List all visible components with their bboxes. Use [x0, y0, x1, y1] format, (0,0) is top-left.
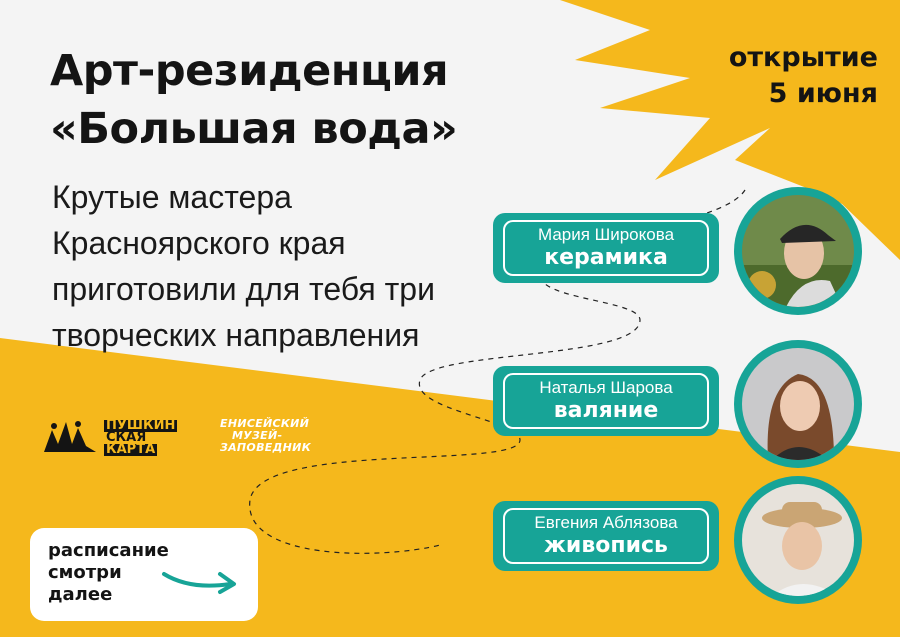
master-name: Мария Широкова	[537, 225, 675, 244]
opening-date: открытие 5 июня	[729, 40, 878, 112]
pushkin-logo-line-2: СКАЯ	[106, 430, 147, 445]
crown-logo-icon	[44, 421, 96, 452]
schedule-label: расписание смотри далее	[48, 540, 169, 606]
portrait-photo	[742, 348, 854, 460]
portrait-photo	[742, 484, 854, 596]
avatar-evgenia	[734, 476, 862, 604]
master-name: Наталья Шарова	[539, 378, 673, 397]
museum-logo-line-3: ЗАПОВЕДНИК	[220, 441, 311, 454]
schedule-line-1: расписание	[48, 540, 169, 561]
yenisei-museum-logo: ЕНИСЕЙСКИЙ МУЗЕЙ- ЗАПОВЕДНИК	[220, 418, 311, 454]
master-name: Евгения Аблязова	[534, 513, 678, 532]
master-craft: валяние	[553, 398, 659, 423]
subtitle: Крутые мастера Красноярского края пригот…	[52, 179, 435, 353]
pushkin-logo-line-3: КАРТА	[104, 442, 158, 457]
opening-label: открытие	[728, 42, 878, 73]
schedule-line-2: смотри	[48, 562, 122, 583]
pushkin-card-logo: ПУШКИН СКАЯ КАРТА	[104, 418, 178, 457]
master-card-frame: Мария Широкова керамика	[503, 220, 709, 276]
museum-logo-line-2: МУЗЕЙ-	[232, 429, 283, 442]
master-craft: керамика	[544, 245, 668, 270]
master-craft: живопись	[544, 533, 668, 558]
museum-logo-line-1: ЕНИСЕЙСКИЙ	[220, 417, 310, 430]
schedule-line-3: далее	[48, 584, 113, 605]
master-card-2: Наталья Шарова валяние	[493, 366, 719, 436]
master-card-frame: Наталья Шарова валяние	[503, 373, 709, 429]
master-card-1: Мария Широкова керамика	[493, 213, 719, 283]
master-card-frame: Евгения Аблязова живопись	[503, 508, 709, 564]
opening-date-value: 5 июня	[768, 78, 878, 109]
title-line-1: Арт-резиденция	[50, 46, 449, 96]
yellow-starburst-shape	[560, 0, 900, 260]
title-line-2: «Большая вода»	[50, 104, 458, 154]
master-card-3: Евгения Аблязова живопись	[493, 501, 719, 571]
avatar-natalia	[734, 340, 862, 468]
portrait-photo	[742, 195, 854, 307]
arrow-right-icon	[162, 572, 236, 594]
page-title: Арт-резиденция «Большая вода»	[50, 42, 458, 158]
avatar-maria	[734, 187, 862, 315]
pushkin-logo-line-1: ПУШКИН	[104, 418, 178, 433]
